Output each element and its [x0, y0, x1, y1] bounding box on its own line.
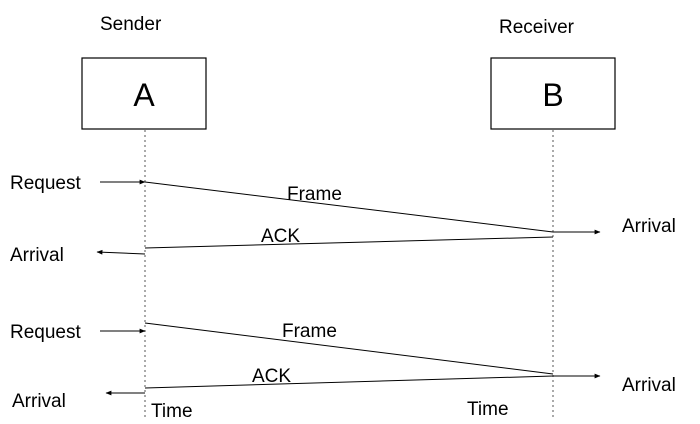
- receiver-arrival-label-1: Arrival: [622, 216, 676, 237]
- receiver-role-label: Receiver: [499, 17, 575, 38]
- frame-label-1: Frame: [287, 184, 342, 205]
- frame-line-2: [144, 322, 554, 375]
- ack-line-1: [144, 236, 554, 249]
- receiver-time-label: Time: [467, 399, 509, 420]
- request-label-2: Request: [10, 322, 81, 343]
- frame-label-2: Frame: [282, 321, 337, 342]
- receiver-box-label: B: [542, 77, 563, 113]
- sender-arrival-label-1: Arrival: [10, 245, 64, 266]
- sender-box-label: A: [133, 77, 155, 113]
- ack-label-2: ACK: [252, 366, 291, 387]
- ack-line-2: [144, 375, 554, 389]
- receiver-box: [490, 57, 616, 130]
- sender-box: [81, 57, 207, 130]
- sender-time-label: Time: [151, 401, 193, 422]
- sender-arrival-arrow-1: [96, 249, 146, 255]
- sender-arrival-label-2: Arrival: [12, 391, 66, 412]
- ack-label-1: ACK: [261, 226, 300, 247]
- request-label-1: Request: [10, 173, 81, 194]
- receiver-arrival-label-2: Arrival: [622, 375, 676, 396]
- frame-line-1: [144, 181, 554, 233]
- sender-role-label: Sender: [100, 14, 162, 35]
